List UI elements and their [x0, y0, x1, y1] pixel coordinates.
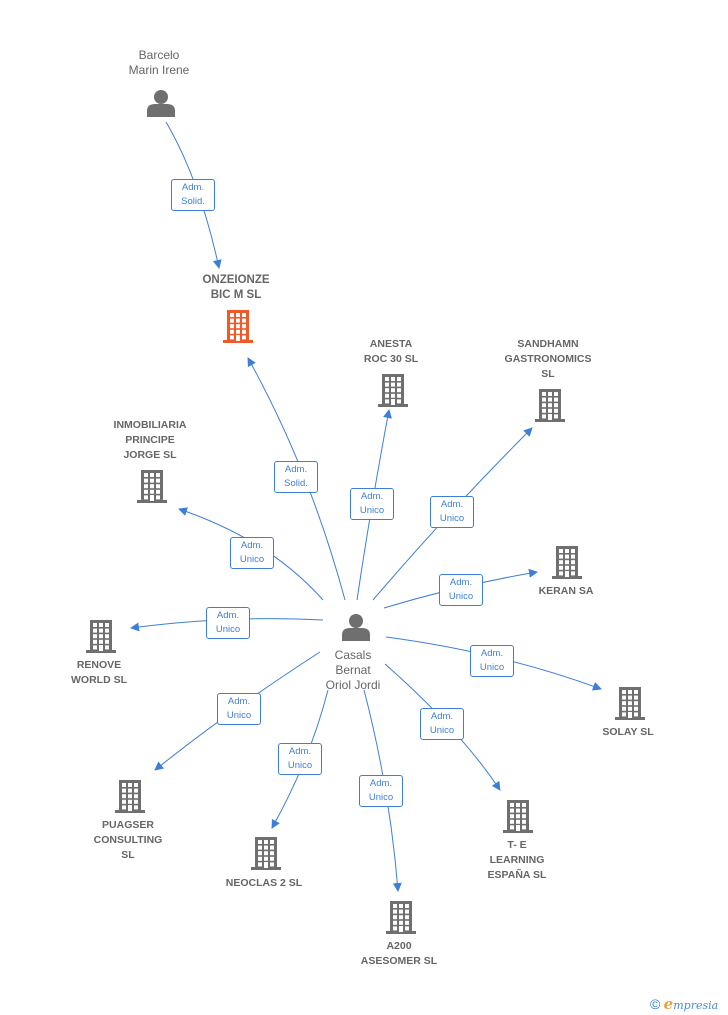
company-label-anesta-line: ANESTA — [369, 338, 413, 350]
focus-building-icon[interactable] — [223, 310, 253, 343]
relation-badge-barcelo-onzeionze[interactable]: Adm. Solid. — [171, 179, 215, 211]
building-icon[interactable] — [137, 470, 167, 503]
relation-badge-line: Adm. — [449, 577, 473, 588]
relation-badge-line: Unico — [359, 505, 385, 516]
company-label-puagser-line: SL — [121, 849, 135, 861]
company-label-keran: KERAN SA — [539, 584, 594, 599]
company-label-inmobiliaria-line: PRINCIPE — [125, 434, 175, 446]
building-icon[interactable] — [386, 901, 416, 934]
relation-badge-casals-anesta[interactable]: Adm. Unico — [350, 488, 394, 520]
relation-badge-line: Adm. — [181, 182, 205, 193]
relation-badge-casals-puagser[interactable]: Adm. Unico — [217, 693, 261, 725]
company-label-anesta-line: ROC 30 SL — [363, 353, 419, 365]
building-icon[interactable] — [615, 687, 645, 720]
company-label-neoclas: NEOCLAS 2 SL — [226, 876, 302, 891]
relation-badge-line: Adm. — [227, 696, 251, 707]
building-icon[interactable] — [378, 374, 408, 407]
company-label-sandhamn-line: GASTRONOMICS — [504, 353, 592, 365]
focus-company-label: ONZEIONZE BIC M SL — [202, 273, 269, 303]
building-icon[interactable] — [86, 620, 116, 653]
company-label-puagser-line: PUAGSER — [102, 819, 154, 831]
company-label-puagser-line: CONSULTING — [93, 834, 163, 846]
center-person-icon[interactable] — [342, 614, 370, 641]
center-person-label-line: Casals — [334, 648, 372, 662]
relation-badge-line: Solid. — [181, 196, 205, 207]
center-person-label-line: Bernat — [335, 663, 371, 677]
focus-company-label-line: BIC M SL — [210, 289, 262, 301]
relation-badge-casals-neoclas[interactable]: Adm. Unico — [278, 743, 322, 775]
copyright-symbol: © — [650, 996, 661, 1012]
top-person-label-line: Marin Irene — [128, 63, 190, 77]
relation-badge-casals-solay[interactable]: Adm. Unico — [470, 645, 514, 677]
relation-badge-casals-inmobiliaria[interactable]: Adm. Unico — [230, 537, 274, 569]
company-label-sandhamn: SANDHAMN GASTRONOMICS SL — [505, 337, 592, 382]
company-label-neoclas-line: NEOCLAS 2 SL — [225, 877, 303, 889]
building-icon[interactable] — [552, 546, 582, 579]
relation-badge-line: Adm. — [284, 464, 308, 475]
company-label-inmobiliaria: INMOBILIARIA PRINCIPE JORGE SL — [114, 418, 187, 463]
empresia-footer: © empresia — [650, 995, 718, 1013]
company-label-telearning-line: ESPAÑA SL — [487, 869, 547, 881]
relation-badge-casals-onzeionze[interactable]: Adm. Solid. — [274, 461, 318, 493]
company-label-a200-line: ASESOMER SL — [360, 955, 438, 967]
relation-badge-line: Adm. — [369, 778, 393, 789]
company-label-sandhamn-line: SANDHAMN — [517, 338, 579, 350]
relation-badge-line: Unico — [239, 554, 265, 565]
relation-badge-casals-keran[interactable]: Adm. Unico — [439, 574, 483, 606]
relation-badge-line: Unico — [479, 662, 505, 673]
relation-badge-line: Unico — [368, 792, 394, 803]
company-label-a200-line: A200 — [386, 940, 412, 952]
relation-badge-line: Adm. — [216, 610, 240, 621]
company-label-inmobiliaria-line: INMOBILIARIA — [113, 419, 187, 431]
relation-badge-line: Adm. — [480, 648, 504, 659]
relation-badge-line: Unico — [226, 710, 252, 721]
relation-badge-line: Unico — [429, 725, 455, 736]
company-label-renove-line: WORLD SL — [71, 674, 127, 686]
relation-badge-line: Adm. — [360, 491, 384, 502]
relation-badge-line: Unico — [287, 760, 313, 771]
company-label-inmobiliaria-line: JORGE SL — [123, 449, 177, 461]
relation-badge-line: Adm. — [440, 499, 464, 510]
relation-badge-casals-a200[interactable]: Adm. Unico — [359, 775, 403, 807]
relation-badge-line: Solid. — [284, 478, 308, 489]
company-label-anesta: ANESTA ROC 30 SL — [364, 337, 418, 367]
center-person-label-line: Oriol Jordi — [325, 678, 381, 692]
brand-name: mpresia — [673, 999, 719, 1012]
focus-company-label-line: ONZEIONZE — [202, 274, 270, 286]
relation-badge-casals-renove[interactable]: Adm. Unico — [206, 607, 250, 639]
relation-badge-line: Unico — [215, 624, 241, 635]
building-icon[interactable] — [535, 389, 565, 422]
top-person-icon[interactable] — [147, 90, 175, 117]
company-label-telearning-line: T- E — [507, 839, 527, 851]
building-icon[interactable] — [115, 780, 145, 813]
company-label-solay: SOLAY SL — [602, 725, 653, 740]
company-label-sandhamn-line: SL — [541, 368, 555, 380]
relation-badge-line: Adm. — [240, 540, 264, 551]
building-icon[interactable] — [251, 837, 281, 870]
company-label-renove-line: RENOVE — [76, 659, 122, 671]
company-label-keran-line: KERAN SA — [538, 585, 594, 597]
brand-initial: e — [663, 995, 674, 1013]
relation-badge-line: Unico — [439, 513, 465, 524]
company-label-renove: RENOVE WORLD SL — [71, 658, 127, 688]
relation-badge-line: Adm. — [430, 711, 454, 722]
relation-badge-line: Adm. — [288, 746, 312, 757]
top-person-label-line: Barcelo — [138, 48, 180, 62]
relation-badge-casals-sandhamn[interactable]: Adm. Unico — [430, 496, 474, 528]
company-label-telearning: T- E LEARNING ESPAÑA SL — [488, 838, 547, 883]
relation-badge-line: Unico — [448, 591, 474, 602]
company-label-puagser: PUAGSER CONSULTING SL — [94, 818, 163, 863]
company-label-solay-line: SOLAY SL — [602, 726, 654, 738]
company-label-telearning-line: LEARNING — [489, 854, 545, 866]
building-icon[interactable] — [503, 800, 533, 833]
relation-badge-casals-telearning[interactable]: Adm. Unico — [420, 708, 464, 740]
